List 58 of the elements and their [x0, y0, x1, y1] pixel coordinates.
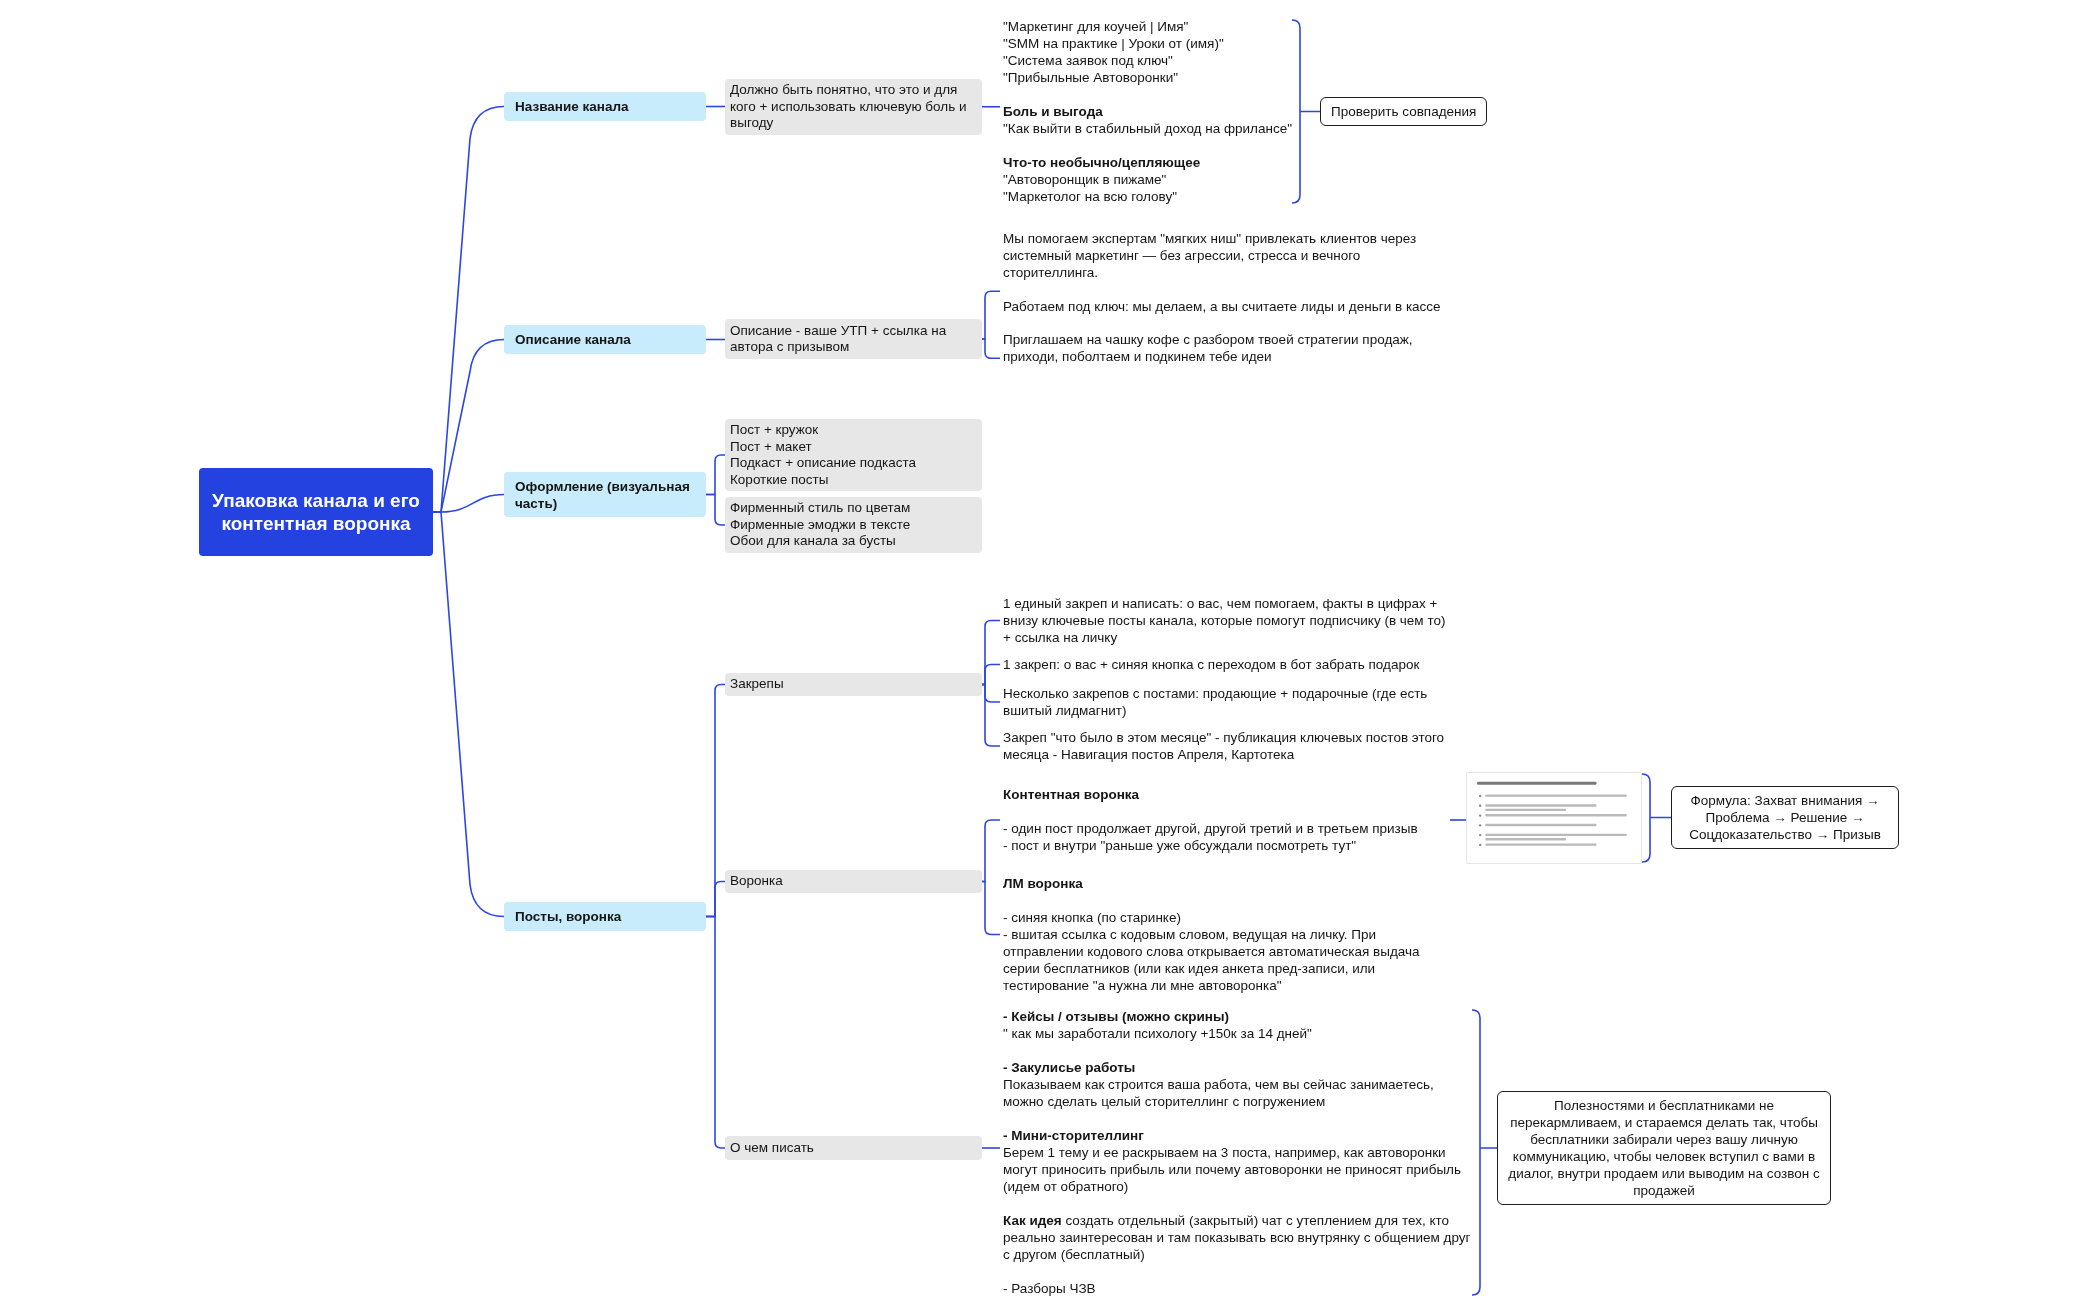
main-topic: Описание канала [504, 325, 706, 354]
list-item-text: Пост + макет [730, 438, 812, 455]
list-item-text: Фирменный стиль по цветам [730, 500, 911, 517]
connector-line [705, 493, 726, 526]
summary-note: Формула: Захват внимания → Проблема → Решение → Соцдоказательство → Призыв [1671, 786, 1899, 849]
heading-text: Контентная воронка [1003, 786, 1140, 803]
note-text: Приглашаем на чашку кофе с разбором твоей стратегии продаж, приходи, поболтаем и подкинем тебе идеи [1000, 331, 1450, 365]
note-text: Берем 1 тему и ее раскрываем на 3 поста, например, как автоворонки могут приносить прибыль или почему автоворонки не приносят прибыль (идем от обратного) [1003, 1144, 1462, 1195]
note-text: "Маркетинг для коучей | Имя" "SMM на практике | Уроки от (имя)" "Система заявок под ключ" "Прибыльные Автоворонки" Боль и выгода "Как выйти в стабильный доход на фрилансе" Что-то необычно/цепляющее "Автоворонщик в пижаме" "Маркетолог на всю голову" [1000, 18, 1292, 205]
summary-brace [1471, 1009, 1498, 1296]
connector-line [981, 683, 1001, 747]
summary-brace [1641, 773, 1672, 863]
connector-line [1449, 819, 1467, 821]
subtopic: О чем писать [725, 1136, 982, 1160]
heading-text: - Мини-сторителлинг [1003, 1127, 1144, 1144]
note-text: - вшитая ссылка с кодовым словом, ведущая на личку. При отправлении кодового слова открывается автоматическая выдача серии бесплатников (или как идея анкета пред-записи, или тестирование "а нужна ли мне автоворонка" [1003, 926, 1421, 994]
note-text: Несколько закрепов с постами: продающие + подарочные (где есть вшитый лидмагнит) [1000, 685, 1450, 719]
note-text: - синяя кнопка (по старинке) [1003, 909, 1181, 926]
note-text: Как идея создать отдельный (закрытый) чат с утеплением для тех, кто реально заинтересован и там показывать всю внутрянку с общением друг с другом (бесплатный) [1003, 1212, 1472, 1263]
subtopic [725, 419, 982, 491]
note-text: " как мы заработали психологу +150к за 14 дней" [1003, 1025, 1312, 1042]
heading-text: - Закулисье работы [1003, 1059, 1136, 1076]
heading-text: - Кейсы / отзывы (можно скрины) [1003, 1008, 1229, 1025]
note-text: - пост и внутри "раньше уже обсуждали посмотреть тут" [1003, 837, 1357, 854]
connector-line [705, 105, 726, 108]
list-item-text: Фирменные эмоджи в тексте [730, 516, 911, 534]
note-text: 1 единый закреп и написать: о вас, чем помогаем, факты в цифрах + внизу ключевые посты канала, которые помогут подписчику (в чем то) + ссылка на личку [1000, 595, 1450, 646]
connector-line [981, 105, 1001, 108]
note-text: Работаем под ключ: мы делаем, а вы считаете лиды и деньги в кассе [1003, 298, 1441, 315]
central-topic: Упаковка канала и его контентная воронка [199, 468, 433, 556]
heading-text: ЛМ воронка [1003, 875, 1083, 892]
subtopic [725, 497, 982, 553]
subtopic: Должно быть понятно, что это и для кого + использовать ключевую боль и выгоду [725, 79, 982, 135]
note-text: Закреп "что было в этом месяце" - публикация ключевых постов этого месяца - Навигация постов Апреля, Картотека [1000, 729, 1450, 763]
note-text: - Разборы ЧЗВ [1003, 1280, 1096, 1297]
document-screenshot-placeholder [1466, 772, 1642, 864]
main-topic: Оформление (визуальная часть) [504, 472, 706, 517]
main-topic: Название канала [504, 92, 706, 121]
connector-line [981, 1147, 1001, 1149]
connector-line [705, 338, 726, 341]
main-topic: Посты, воронка [504, 902, 706, 931]
list-item-text: Подкаст + описание подкаста [730, 455, 917, 472]
note-text: Показываем как строится ваша работа, чем вы сейчас занимаетесь, можно сделать целый сторителлинг с погружением [1003, 1076, 1435, 1110]
connector-line [981, 338, 1001, 359]
summary-note: Проверить совпадения [1320, 97, 1488, 126]
summary-note: Полезностями и бесплатниками не перекармливаем, и стараемся делать так, чтобы бесплатники забирали через вашу личную коммуникацию, чтобы человек вступил с вами в диалог, внутри продаем или выводим на созвон с продажей [1497, 1091, 1831, 1205]
list-item-text: Обои для канала за бусты [730, 533, 896, 550]
connector-line [705, 915, 726, 1149]
list-item-text: Пост + кружок [730, 422, 819, 439]
subtopic: Воронка [725, 870, 982, 893]
subtopic: Закрепы [725, 673, 982, 696]
note-text: 1 закреп: о вас + синяя кнопка с переходом в бот забрать подарок [1000, 656, 1420, 673]
connector-line [981, 663, 1001, 686]
subtopic: Описание - ваше УТП + ссылка на автора с призывом [725, 319, 982, 359]
note-text: - один пост продолжает другой, другой третий и в третьем призыв [1003, 820, 1418, 837]
list-item-text: Короткие посты [730, 471, 829, 488]
note-text: Мы помогаем экспертам "мягких ниш" привлекать клиентов через системный маркетинг — без агрессии, стресса и вечного сторителлинга. [1003, 230, 1418, 281]
summary-brace [1291, 19, 1321, 204]
